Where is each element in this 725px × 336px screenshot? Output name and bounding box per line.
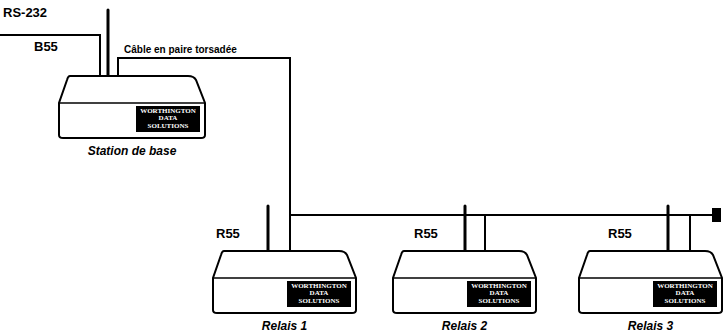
model-name: R55 [608,226,632,241]
cable-label: Câble en paire torsadée [124,44,237,55]
device-caption: Relais 1 [262,319,307,333]
bus-end [690,214,713,216]
brand-logo: WORTHINGTON DATA SOLUTIONS [287,281,351,307]
model-name: R55 [216,226,240,241]
model-name: B55 [34,39,58,54]
brand-logo: WORTHINGTON DATA SOLUTIONS [653,281,717,307]
twisted-pair-cable [118,58,690,250]
base-station: B55WORTHINGTON DATA SOLUTIONSStation de … [58,75,206,139]
relay-unit: R55WORTHINGTON DATA SOLUTIONSRelais 3 [578,250,723,314]
model-name: R55 [414,226,438,241]
port-label: RS-232 [3,5,47,20]
device-caption: Relais 3 [628,319,673,333]
relay-unit: R55WORTHINGTON DATA SOLUTIONSRelais 1 [212,250,357,314]
device-caption: Station de base [88,144,177,158]
relay-unit: R55WORTHINGTON DATA SOLUTIONSRelais 2 [392,250,537,314]
brand-logo: WORTHINGTON DATA SOLUTIONS [467,281,531,307]
rs232-wire [0,35,100,78]
brand-logo: WORTHINGTON DATA SOLUTIONS [136,106,200,132]
device-caption: Relais 2 [442,319,487,333]
terminator [712,208,721,222]
